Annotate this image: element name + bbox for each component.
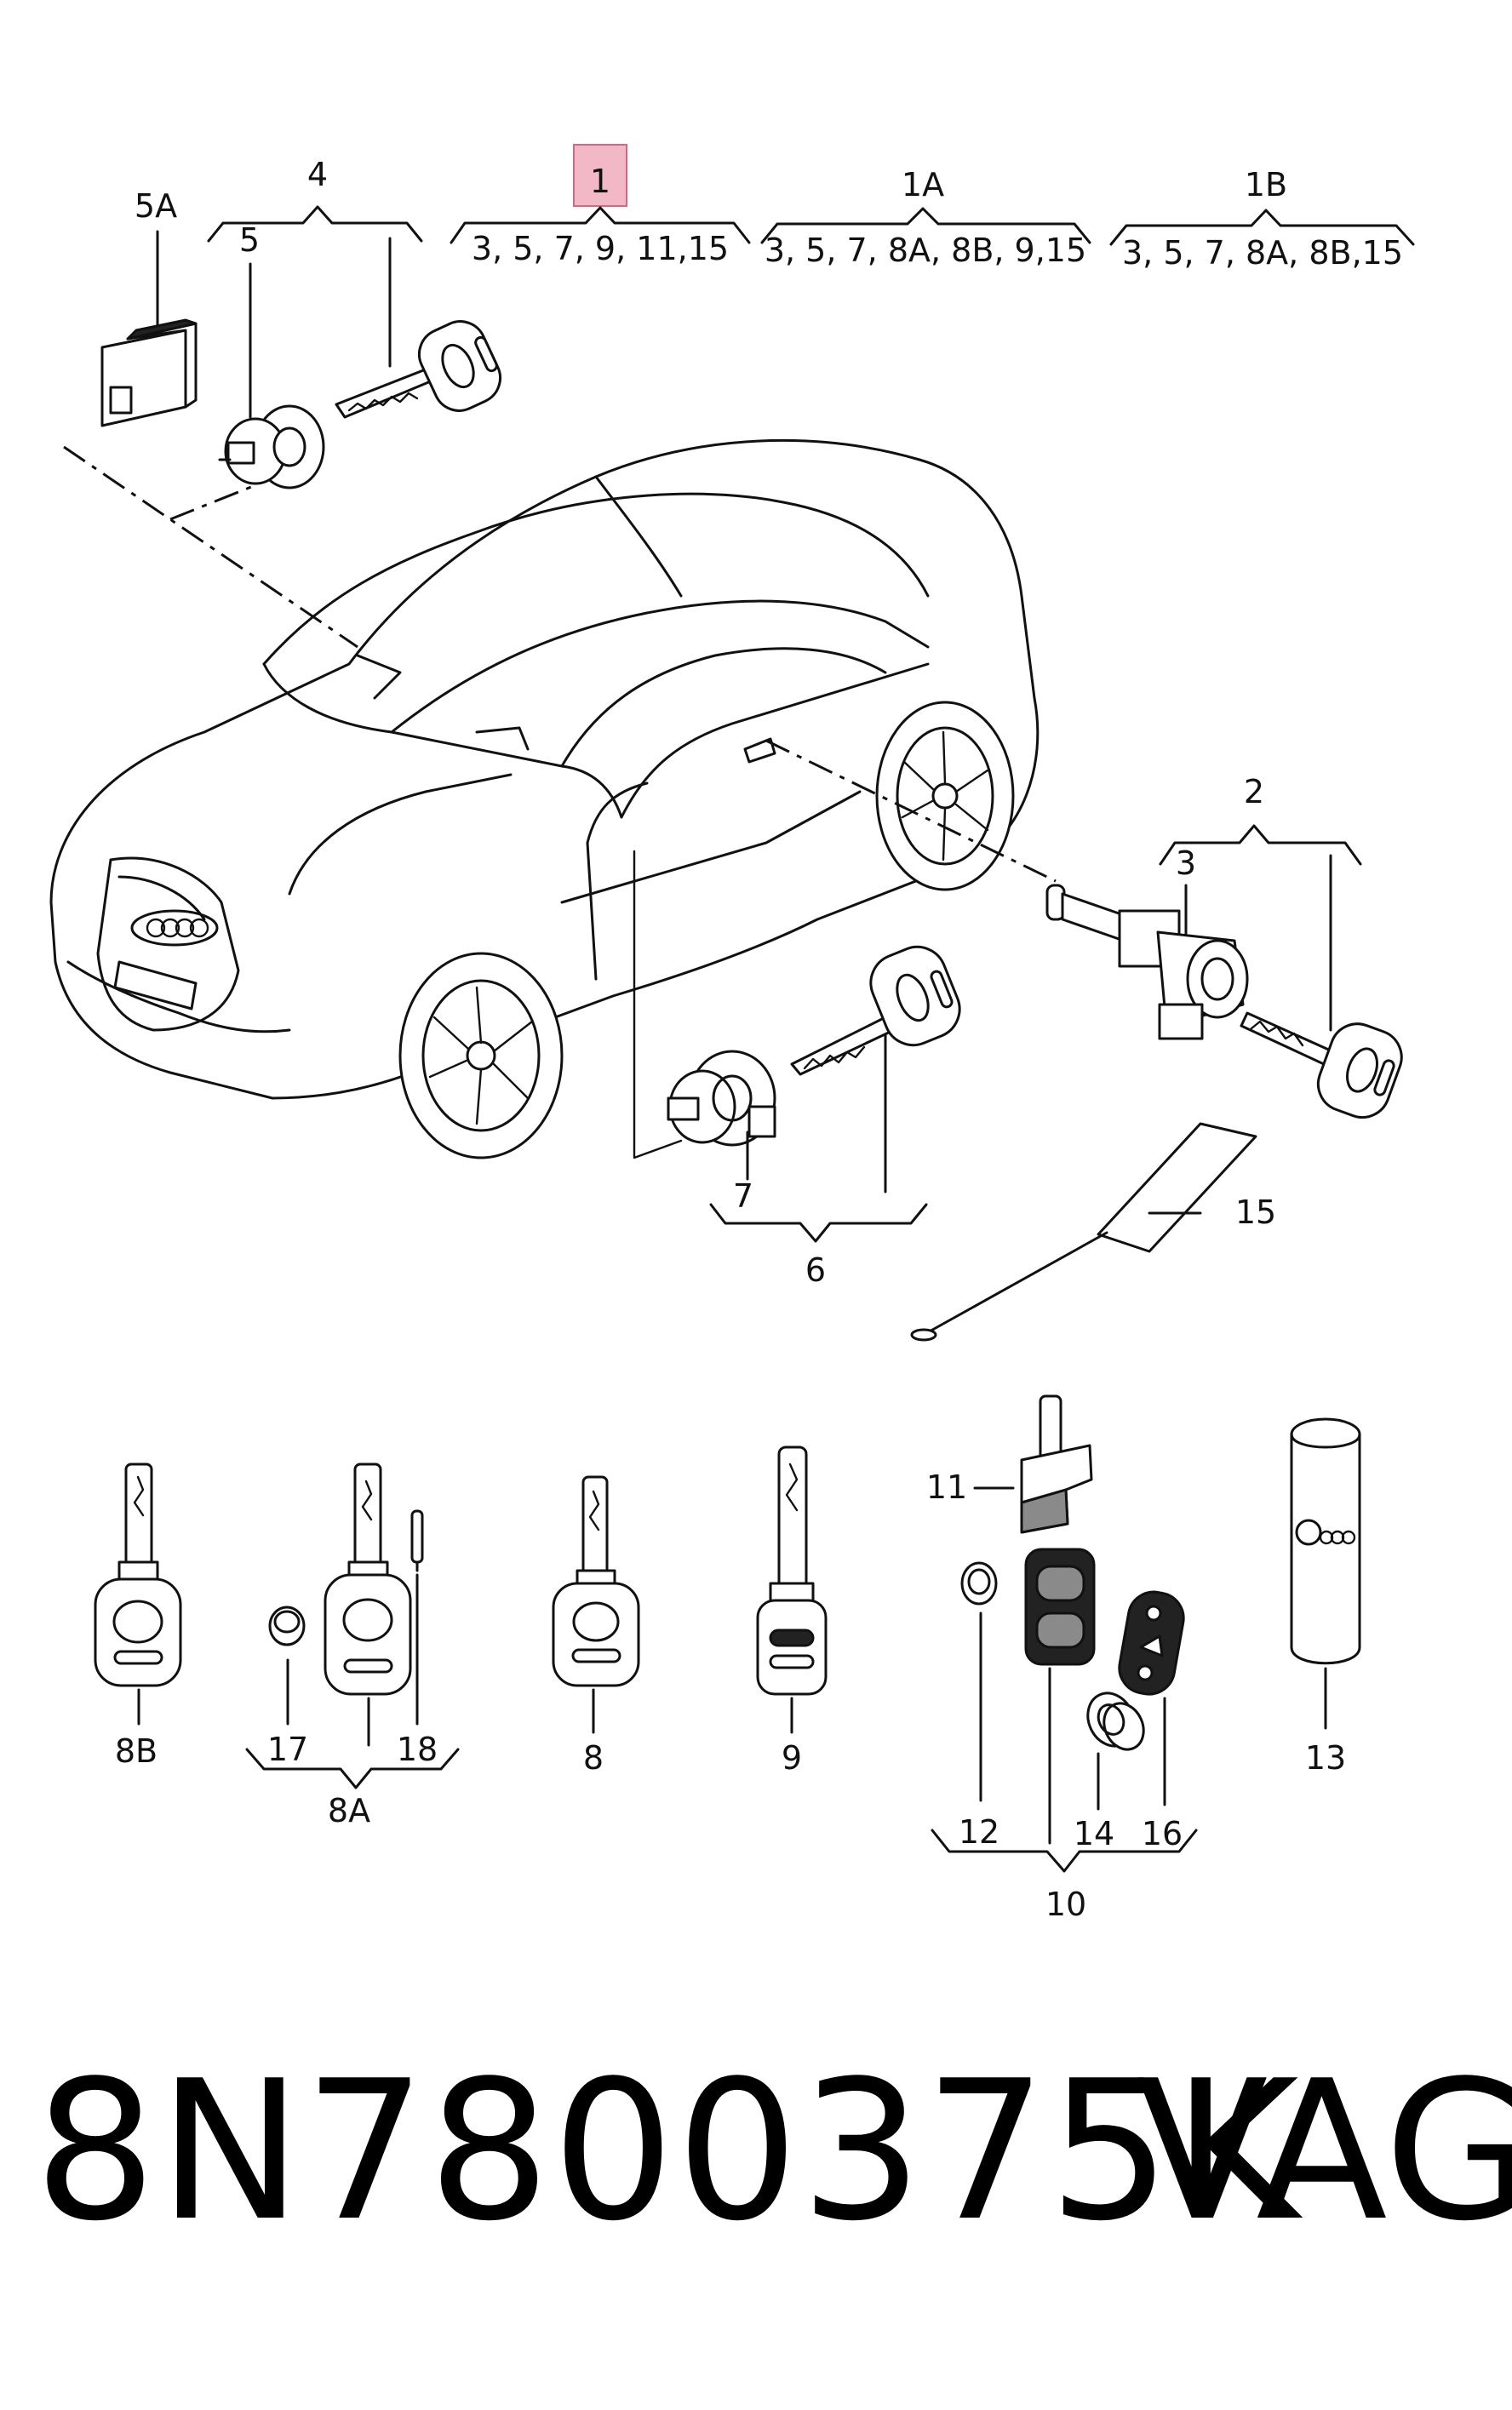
- part-4-key[interactable]: [335, 313, 508, 419]
- kit-1b-contents: 3, 5, 7, 8A, 8B,15: [1122, 234, 1403, 272]
- label-2[interactable]: 2: [1244, 773, 1264, 810]
- kit-1-contents: 3, 5, 7, 9, 11,15: [472, 230, 729, 267]
- part-7-ignition-lock[interactable]: [667, 1050, 776, 1147]
- brand-name: VAG: [1137, 2040, 1512, 2264]
- label-12[interactable]: 12: [959, 1813, 999, 1851]
- part-number: 8N7800375K: [34, 2040, 1301, 2264]
- part-9-key[interactable]: [756, 1445, 828, 1696]
- car-body: [49, 439, 1040, 1159]
- part-8-key[interactable]: [552, 1475, 640, 1687]
- label-15[interactable]: 15: [1235, 1194, 1276, 1231]
- kit-1a-contents: 3, 5, 7, 8A, 8B, 9,15: [765, 232, 1086, 269]
- label-4[interactable]: 4: [307, 156, 328, 193]
- label-8[interactable]: 8: [583, 1739, 604, 1777]
- kit-1-header[interactable]: 1 3, 5, 7, 9, 11,15: [450, 144, 751, 267]
- part-8b-key[interactable]: [94, 1463, 182, 1687]
- part-18-transponder[interactable]: [410, 1509, 424, 1572]
- label-16[interactable]: 16: [1142, 1815, 1183, 1852]
- label-18[interactable]: 18: [397, 1731, 438, 1768]
- label-3[interactable]: 3: [1176, 844, 1196, 882]
- label-11[interactable]: 11: [926, 1468, 967, 1506]
- part-13-spray-can[interactable]: [1290, 1417, 1361, 1665]
- part-8a-key[interactable]: [324, 1463, 412, 1696]
- part-10-key-housing[interactable]: [1024, 1548, 1096, 1666]
- kit-1-highlight: [573, 144, 627, 207]
- kit-1b-header[interactable]: 1B 3, 5, 7, 8A, 8B,15: [1109, 166, 1415, 272]
- label-14[interactable]: 14: [1074, 1815, 1114, 1852]
- kit-1a-header[interactable]: 1A 3, 5, 7, 8A, 8B, 9,15: [760, 166, 1091, 269]
- label-13[interactable]: 13: [1305, 1739, 1346, 1777]
- part-16-button-pad[interactable]: [1115, 1588, 1188, 1697]
- part-5a-switch[interactable]: [100, 318, 198, 427]
- label-9[interactable]: 9: [782, 1739, 802, 1777]
- part-14-seal[interactable]: [1080, 1686, 1151, 1756]
- label-6[interactable]: 6: [805, 1251, 826, 1289]
- part-2-key[interactable]: [1240, 1011, 1409, 1125]
- part-11-key-blade[interactable]: [1020, 1394, 1093, 1534]
- label-17[interactable]: 17: [267, 1731, 308, 1768]
- label-7[interactable]: 7: [733, 1177, 753, 1215]
- label-8a[interactable]: 8A: [328, 1792, 370, 1829]
- label-10[interactable]: 10: [1045, 1886, 1086, 1923]
- part-12-battery[interactable]: [960, 1561, 998, 1606]
- part-6-key[interactable]: [790, 938, 968, 1076]
- label-5a[interactable]: 5A: [135, 187, 177, 225]
- part-15-removal-tool[interactable]: [910, 1122, 1257, 1342]
- label-5[interactable]: 5: [239, 221, 260, 259]
- kit-1b-label: 1B: [1245, 166, 1287, 203]
- part-17-battery[interactable]: [268, 1606, 306, 1646]
- kit-1-label: 1: [590, 163, 610, 200]
- part-5-lock-cylinder[interactable]: [218, 404, 325, 489]
- part-3-door-lock[interactable]: [1045, 884, 1249, 1040]
- kit-1a-label: 1A: [902, 166, 944, 203]
- label-8b[interactable]: 8B: [115, 1732, 158, 1770]
